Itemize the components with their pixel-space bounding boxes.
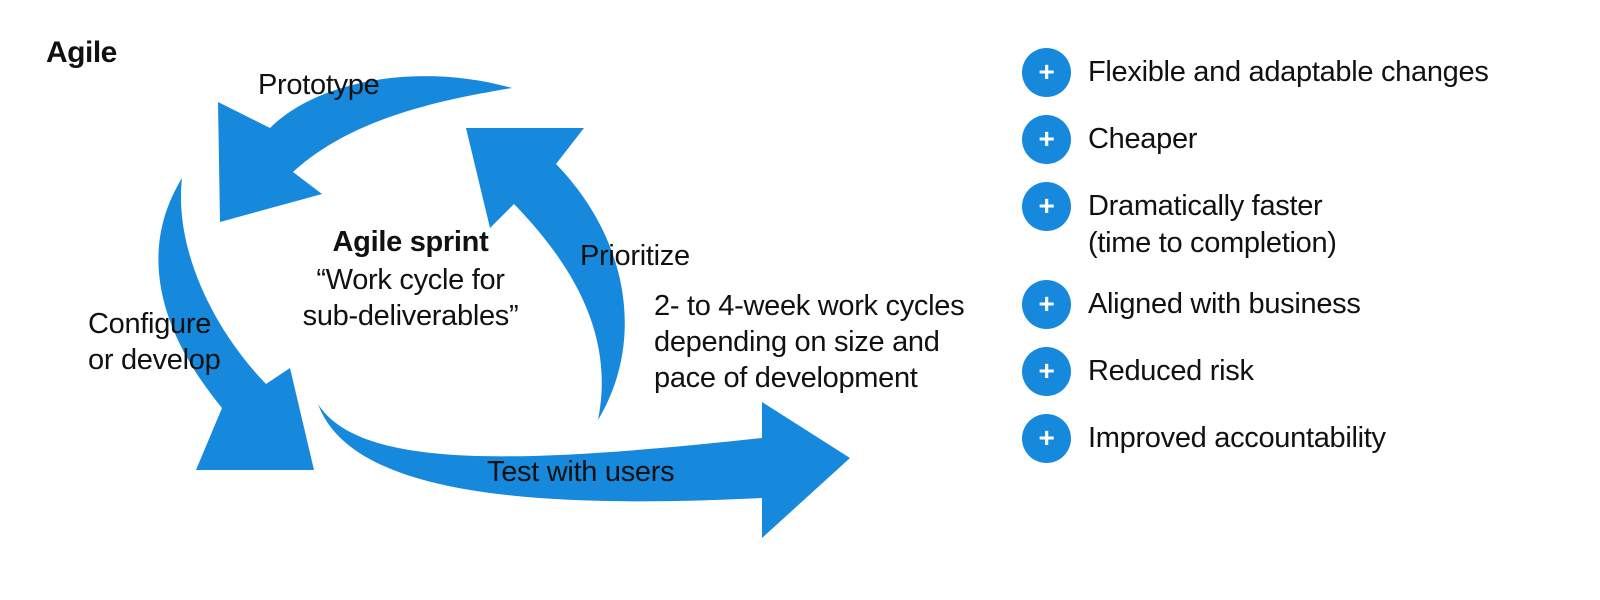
note-line: depending on size and bbox=[654, 326, 940, 358]
test-arrow bbox=[318, 402, 850, 538]
plus-circle-icon: + bbox=[1022, 182, 1071, 231]
plus-circle-icon: + bbox=[1022, 115, 1071, 164]
plus-circle-icon: + bbox=[1022, 280, 1071, 329]
sprint-center-label: Agile sprint “Work cycle for sub-deliver… bbox=[268, 222, 553, 334]
benefit-text: Reduced risk bbox=[1088, 355, 1254, 387]
plus-circle-icon: + bbox=[1022, 347, 1071, 396]
step-label-test: Test with users bbox=[487, 456, 675, 488]
step-label-configure: Configure or develop bbox=[88, 308, 221, 376]
benefit-item: + Dramatically faster (time to completio… bbox=[1022, 181, 1489, 262]
benefit-text: Flexible and adaptable changes bbox=[1088, 56, 1489, 88]
benefit-item: + Improved accountability bbox=[1022, 413, 1489, 463]
plus-circle-icon: + bbox=[1022, 48, 1071, 97]
benefit-text: Aligned with business bbox=[1088, 288, 1361, 320]
benefit-item: + Reduced risk bbox=[1022, 346, 1489, 396]
page-title: Agile bbox=[46, 36, 117, 69]
plus-circle-icon: + bbox=[1022, 414, 1071, 463]
benefits-list: + Flexible and adaptable changes + Cheap… bbox=[1022, 47, 1489, 480]
benefit-item: + Flexible and adaptable changes bbox=[1022, 47, 1489, 97]
sprint-title: Agile sprint bbox=[332, 226, 489, 258]
benefit-item: + Aligned with business bbox=[1022, 279, 1489, 329]
cycle-duration-note: 2- to 4-week work cycles depending on si… bbox=[654, 288, 965, 396]
note-line: pace of development bbox=[654, 362, 918, 394]
benefit-text: Dramatically faster (time to completion) bbox=[1088, 190, 1337, 259]
step-label-prototype: Prototype bbox=[258, 69, 380, 101]
benefit-text: Cheaper bbox=[1088, 123, 1198, 155]
benefit-item: + Cheaper bbox=[1022, 114, 1489, 164]
prioritize-arrow bbox=[466, 128, 625, 420]
configure-arrow bbox=[158, 178, 314, 470]
benefit-text: Improved accountability bbox=[1088, 422, 1386, 454]
note-line: 2- to 4-week work cycles bbox=[654, 290, 965, 322]
sprint-subtitle: “Work cycle for sub-deliverables” bbox=[302, 264, 519, 332]
prototype-arrow bbox=[218, 76, 512, 222]
step-label-prioritize: Prioritize bbox=[580, 240, 690, 272]
